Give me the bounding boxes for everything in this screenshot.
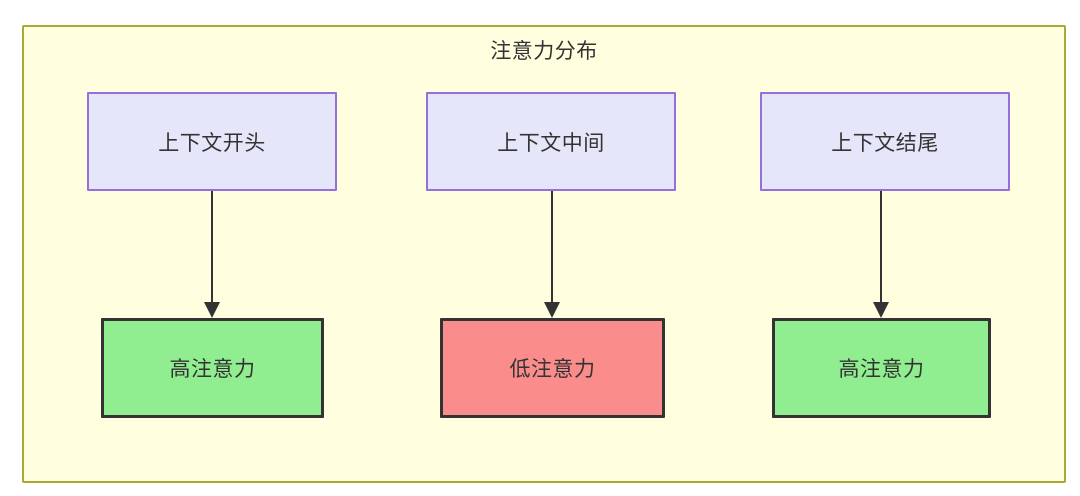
node-high-attention-start[interactable]: 高注意力: [101, 318, 324, 418]
edge-context-end-to-high-attention: [870, 191, 892, 319]
node-label: 上下文中间: [497, 131, 605, 155]
node-label: 高注意力: [169, 358, 256, 381]
node-label: 上下文结尾: [831, 131, 939, 155]
edge-context-start-to-high-attention: [201, 191, 223, 319]
node-label: 上下文开头: [158, 131, 266, 155]
node-high-attention-end[interactable]: 高注意力: [772, 318, 991, 418]
node-context-start[interactable]: 上下文开头: [87, 92, 337, 191]
arrow-down-icon: [544, 191, 560, 318]
edge-context-middle-to-low-attention: [541, 191, 563, 319]
node-label: 高注意力: [838, 358, 925, 381]
arrow-down-icon: [204, 191, 220, 318]
node-low-attention-middle[interactable]: 低注意力: [440, 318, 665, 418]
subgraph-title: 注意力分布: [490, 40, 598, 63]
node-context-middle[interactable]: 上下文中间: [426, 92, 676, 191]
node-context-end[interactable]: 上下文结尾: [760, 92, 1010, 191]
arrow-down-icon: [873, 191, 889, 318]
node-label: 低注意力: [509, 358, 596, 381]
